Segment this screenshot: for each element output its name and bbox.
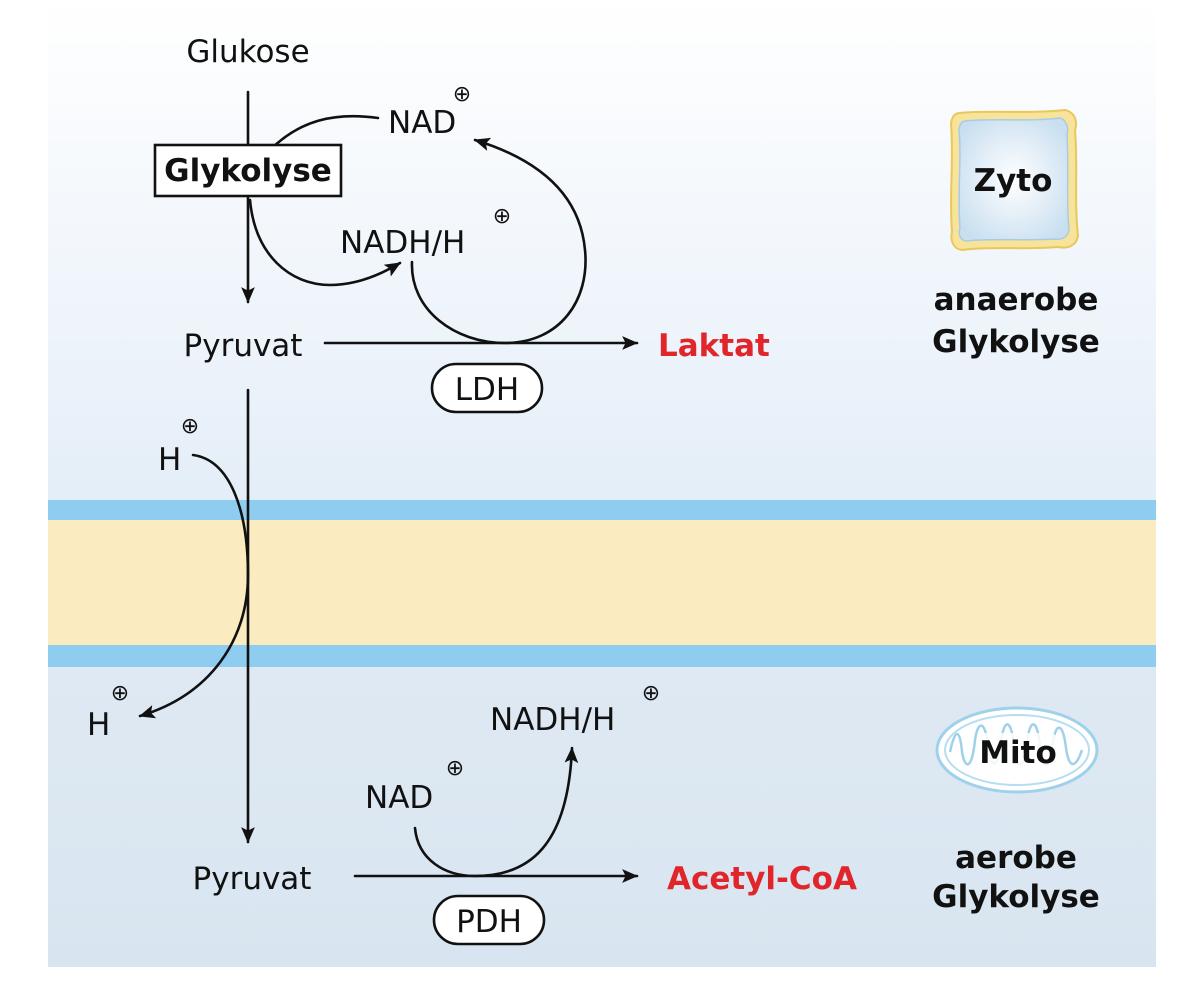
aerobic-line2: Glykolyse — [932, 879, 1100, 915]
mito-nad-label: NAD — [365, 780, 433, 816]
lactate-label: Laktat — [658, 328, 770, 364]
pdh-enzyme-badge — [432, 894, 546, 946]
mitochondrial-membrane — [48, 500, 1156, 667]
plus-charge-icon: ⊕ — [493, 204, 511, 229]
anaerobic-line1: anaerobe — [934, 282, 1099, 318]
plus-charge-icon: ⊕ — [181, 414, 199, 439]
plus-charge-icon: ⊕ — [111, 681, 129, 706]
plus-charge-icon: ⊕ — [446, 756, 464, 781]
cytosol-pyruvate-label: Pyruvat — [184, 328, 303, 364]
pdh-enzyme-label: PDH — [456, 904, 522, 940]
proton-top-label: H — [158, 442, 181, 478]
cytosol-cell-icon: Zyto — [949, 108, 1080, 252]
cytosol-region — [48, 0, 1156, 500]
glycolysis-box-label: Glykolyse — [164, 153, 332, 189]
glucose-label: Glukose — [186, 34, 309, 70]
pdh-cofactor-curve — [413, 746, 579, 878]
mitochondrion-icon: Mito — [935, 706, 1099, 794]
anaerobic-line2: Glykolyse — [932, 324, 1100, 360]
ldh-enzyme-badge — [430, 362, 544, 414]
mito-pyruvate-label: Pyruvat — [193, 861, 312, 897]
cytosol-nadh-label: NADH/H — [340, 225, 465, 261]
cytosol-nad-label: NAD — [388, 105, 456, 141]
mito-nadh-label: NADH/H — [490, 702, 615, 738]
nadh-output-curve — [248, 198, 402, 287]
mito-compartment-label: Mito — [979, 735, 1057, 771]
plus-charge-icon: ⊕ — [453, 82, 471, 107]
cytosol-compartment-label: Zyto — [974, 163, 1053, 199]
proton-bottom-label: H — [87, 707, 110, 743]
proton-symport-curve — [138, 453, 250, 719]
ldh-enzyme-label: LDH — [455, 372, 519, 408]
glycolysis-box — [153, 143, 343, 198]
ldh-cofactor-loop — [410, 137, 587, 345]
acetylcoa-label: Acetyl-CoA — [667, 861, 857, 897]
nad-input-curve — [268, 114, 380, 152]
plus-charge-icon: ⊕ — [642, 681, 660, 706]
aerobic-line1: aerobe — [955, 840, 1077, 876]
